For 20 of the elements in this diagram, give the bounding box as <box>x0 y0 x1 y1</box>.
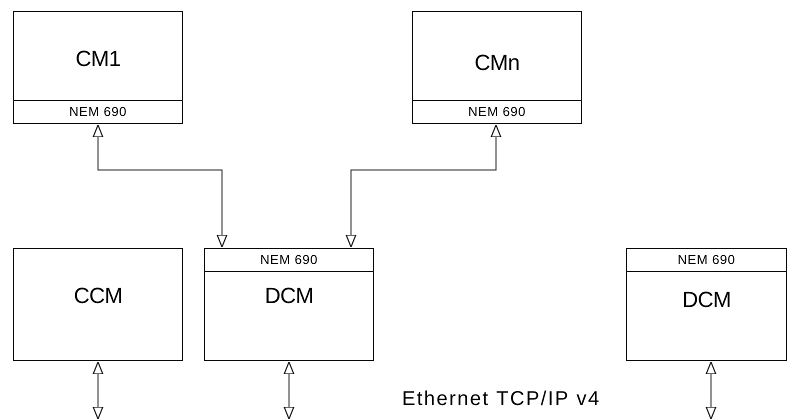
module-box <box>13 248 183 361</box>
module-box <box>626 248 787 361</box>
module-box <box>412 11 582 124</box>
module-label: CCM <box>72 283 124 309</box>
interface-label: NEM 690 <box>260 252 318 267</box>
connector-arrow <box>284 361 294 420</box>
module-label: CMn <box>474 50 520 76</box>
module-label: DCM <box>264 283 314 309</box>
module-label: CM1 <box>74 46 122 72</box>
connector-arrow <box>92 124 228 248</box>
network-label: Ethernet TCP/IP v4 <box>402 388 601 411</box>
module-box <box>13 11 183 124</box>
interface-label: NEM 690 <box>678 252 736 267</box>
interface-label: NEM 690 <box>468 104 526 119</box>
interface-label: NEM 690 <box>69 104 127 119</box>
module-label: DCM <box>681 287 732 313</box>
module-box <box>204 248 374 361</box>
connector-arrow <box>706 361 716 420</box>
connector-arrow <box>92 361 104 420</box>
connector-arrow <box>346 124 502 248</box>
